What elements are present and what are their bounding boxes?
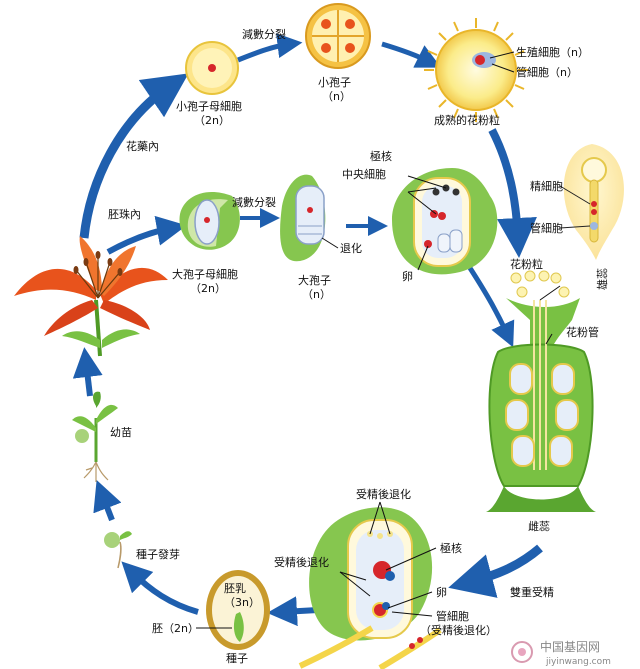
seed bbox=[206, 570, 270, 650]
label-egg-bottom: 卵 bbox=[436, 586, 447, 599]
label-degenerate-after-fert-top: 受精後退化 bbox=[356, 487, 411, 501]
arrow-pollen-to-stamen bbox=[488, 128, 537, 258]
label-pistil: 雌蕊 bbox=[528, 519, 550, 533]
label-microspore: 小孢子 bbox=[318, 76, 351, 89]
label-polar-nuclei-bottom: 極核 bbox=[440, 541, 462, 555]
label-megaspore-mother: 大孢子母細胞 bbox=[172, 267, 238, 281]
label-meiosis-top: 減數分裂 bbox=[242, 27, 286, 41]
label-pollen-tube: 花粉管 bbox=[566, 325, 599, 339]
watermark: 中国基因网 jiyinwang.com bbox=[511, 639, 611, 667]
embryo-sac bbox=[392, 168, 498, 275]
label-central-cell: 中央細胞 bbox=[342, 168, 386, 181]
megaspore-mother-cell bbox=[179, 192, 240, 250]
arrow-flower-to-anther bbox=[79, 73, 189, 239]
label-pollen-grain: 花粉粒 bbox=[510, 257, 543, 271]
label-stamen: 雄蕊 bbox=[595, 268, 609, 290]
label-tube-cell-bottom: 管細胞 bbox=[436, 609, 469, 623]
label-polar-nuclei-top: 極核 bbox=[370, 149, 392, 163]
arrow-seedling-to-flower bbox=[72, 347, 103, 397]
microspore-tetrad bbox=[305, 3, 371, 69]
cycle-arrows bbox=[72, 33, 543, 627]
pistil bbox=[486, 270, 596, 512]
label-microspore-mother-ploidy: （2n） bbox=[194, 114, 230, 127]
label-megaspore-mother-ploidy: （2n） bbox=[190, 282, 226, 295]
arrow-meiosis-top bbox=[237, 33, 303, 63]
leader-lines bbox=[196, 51, 561, 629]
fertilized-ovule bbox=[298, 507, 442, 669]
arrow-double-fertilization bbox=[448, 544, 543, 598]
label-tube-cell-bottom-note: （受精後退化） bbox=[420, 623, 497, 637]
label-megaspore: 大孢子 bbox=[298, 273, 331, 287]
lily-flower bbox=[14, 236, 168, 357]
seedling bbox=[72, 391, 118, 482]
label-double-fertilization: 雙重受精 bbox=[510, 585, 554, 599]
watermark-brand: 中国基因网 bbox=[540, 639, 600, 654]
arrow-to-mature-pollen bbox=[381, 41, 442, 68]
label-endosperm: 胚乳 bbox=[224, 582, 246, 595]
pollen-tube-detail bbox=[559, 144, 624, 260]
label-seed-germination: 種子發芽 bbox=[136, 547, 180, 561]
label-degenerate-after-fert-left: 受精後退化 bbox=[274, 555, 329, 569]
label-tube-cell-right: 管細胞 bbox=[530, 221, 563, 235]
mature-pollen-grain bbox=[424, 18, 528, 122]
watermark-url: jiyinwang.com bbox=[545, 657, 611, 667]
label-degenerate-mid: 退化 bbox=[340, 241, 362, 255]
label-in-anther: 花藥內 bbox=[126, 140, 159, 153]
text-labels: 減數分裂 小孢子母細胞 （2n） 小孢子 （n） 生殖細胞（n） 管細胞（n） … bbox=[108, 27, 609, 665]
label-tube-cell-top: 管細胞（n） bbox=[516, 65, 578, 79]
label-endosperm-ploidy: （3n） bbox=[224, 596, 260, 609]
label-microspore-mother: 小孢子母細胞 bbox=[176, 100, 242, 113]
label-egg-mid: 卵 bbox=[402, 270, 413, 283]
arrow-embryosac-to-pistil bbox=[467, 266, 515, 348]
label-generative-cell: 生殖細胞（n） bbox=[516, 45, 589, 59]
label-meiosis-mid: 減數分裂 bbox=[232, 195, 276, 209]
label-mature-pollen: 成熟的花粉粒 bbox=[434, 113, 500, 127]
label-sperm-cell: 精細胞 bbox=[530, 180, 563, 193]
microspore-mother-cell bbox=[185, 41, 239, 95]
label-microspore-ploidy: （n） bbox=[322, 90, 351, 103]
label-megaspore-ploidy: （n） bbox=[302, 288, 331, 301]
label-seedling: 幼苗 bbox=[110, 426, 132, 439]
label-seed: 種子 bbox=[226, 651, 248, 665]
arrow-germination-to-seedling bbox=[93, 479, 122, 522]
germinating-seed bbox=[104, 531, 132, 569]
label-embryo: 胚（2n） bbox=[152, 622, 199, 635]
megaspore-cell bbox=[280, 174, 326, 262]
arrow-seed-to-germination bbox=[121, 561, 199, 615]
label-in-ovule: 胚珠內 bbox=[108, 207, 141, 221]
arrow-to-seed bbox=[267, 596, 319, 627]
arrow-flower-to-ovule bbox=[106, 215, 187, 255]
